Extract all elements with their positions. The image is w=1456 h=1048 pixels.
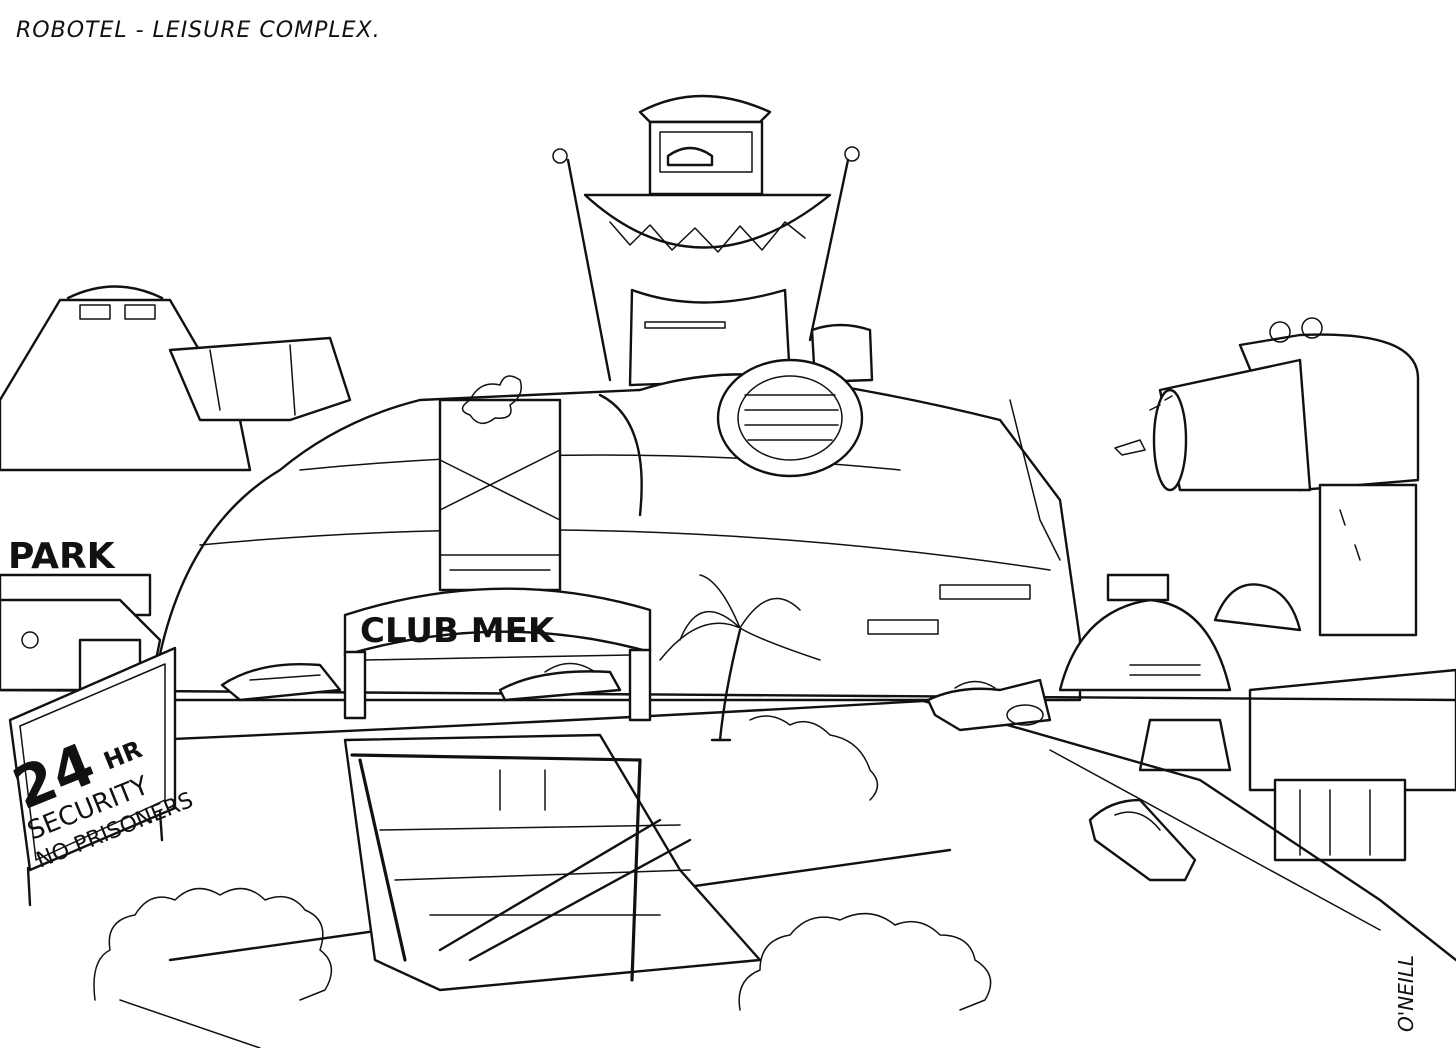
underground-entrance (343, 733, 762, 992)
park-sign: PARK (8, 536, 116, 577)
artist-signature: O'NEILL (1394, 954, 1418, 1032)
atrium-palm (461, 375, 522, 424)
ground-plaza (0, 688, 1456, 1048)
club-mek-arch (343, 587, 652, 722)
club-mek-sign: CLUB MEK (360, 611, 556, 651)
park-sign-structure (0, 573, 162, 692)
flying-craft (1114, 395, 1173, 456)
hover-car-center (498, 662, 622, 702)
center-palm (659, 574, 821, 742)
shrubs (93, 715, 992, 1011)
right-domes (1058, 573, 1302, 772)
billboard (8, 646, 177, 907)
hover-car-lower (1088, 798, 1197, 882)
hover-car-left (220, 662, 342, 702)
grin-tower (552, 94, 874, 387)
drawing-caption: ROBOTEL - LEISURE COMPLEX. (16, 18, 381, 43)
left-pyramid-building (0, 285, 352, 472)
hover-car-right (926, 678, 1052, 732)
